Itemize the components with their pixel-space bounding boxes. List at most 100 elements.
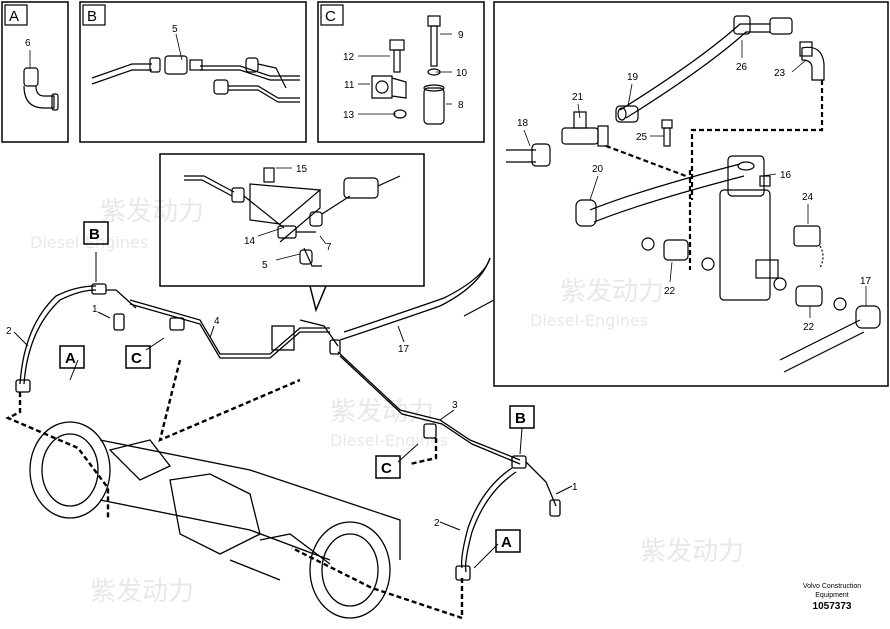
panel-a-letter: A — [9, 8, 19, 25]
inset-bracket-icon — [249, 183, 322, 243]
nut-icon — [393, 109, 407, 119]
coupling-22a-icon — [641, 237, 715, 271]
elbow-19-icon — [615, 105, 639, 123]
callout-box-c-left — [125, 345, 151, 369]
inset-panel — [159, 153, 425, 313]
label-25: 25 — [636, 132, 648, 143]
hose-17-detail-icon — [779, 305, 881, 373]
brake-pipe-icon — [91, 55, 300, 103]
label-5-b: 5 — [172, 24, 178, 35]
watermark-cn-4: 紫发动力 — [330, 397, 434, 427]
label-7: 7 — [326, 242, 332, 253]
label-16: 16 — [780, 170, 792, 181]
label-11: 11 — [344, 80, 355, 91]
footer-code: 1057373 — [813, 601, 852, 612]
label-19: 19 — [627, 72, 639, 83]
pipe-18-icon — [506, 143, 551, 167]
label-2-right: 2 — [434, 518, 440, 529]
label-17-main: 17 — [398, 344, 410, 355]
watermark-cn-3: 紫发动力 — [90, 577, 194, 607]
washer-icon — [427, 68, 441, 76]
panel-a — [1, 1, 69, 143]
label-24: 24 — [802, 192, 814, 203]
callout-box-b-left — [83, 221, 109, 245]
panel-c-letter-box — [320, 4, 344, 26]
label-20: 20 — [592, 164, 604, 175]
bolt-25-icon — [661, 119, 673, 147]
label-9: 9 — [458, 30, 464, 41]
watermark-en-2: Diesel-Engines — [530, 311, 648, 330]
panel-c-letter: C — [325, 8, 336, 25]
label-23: 23 — [774, 68, 786, 79]
watermark-cn-5: 紫发动力 — [640, 537, 744, 567]
hose-20-icon — [575, 163, 745, 227]
label-5-inset: 5 — [262, 260, 268, 271]
spacer-sleeve-icon — [423, 84, 445, 125]
elbow-fitting-icon — [23, 67, 59, 111]
label-2-left: 2 — [6, 326, 12, 337]
panel-b — [79, 1, 307, 143]
panel-b-letter-box — [82, 4, 106, 26]
watermark-cn-2: 紫发动力 — [560, 277, 664, 307]
panel-b-letter: B — [87, 8, 97, 25]
label-4: 4 — [214, 316, 220, 327]
callout-boxes — [59, 221, 535, 553]
callout-a-left: A — [65, 350, 76, 367]
label-3: 3 — [452, 400, 458, 411]
tee-21-icon — [561, 111, 609, 147]
panel-c — [317, 1, 485, 143]
inset-bolt-icon — [263, 167, 275, 183]
inset-pointer — [309, 285, 327, 313]
callout-b-left: B — [89, 226, 100, 243]
inset-frame — [159, 153, 425, 287]
label-10: 10 — [456, 68, 468, 79]
watermark: 紫发动力 Diesel-Engines 紫发动力 Diesel-Engines … — [30, 197, 744, 607]
callout-box-b-right — [509, 405, 535, 429]
label-13: 13 — [343, 110, 355, 121]
panel-c-frame — [317, 1, 485, 143]
cap-24-icon — [793, 225, 824, 269]
label-22-a: 22 — [664, 286, 676, 297]
label-15: 15 — [296, 164, 308, 175]
label-21: 21 — [572, 92, 584, 103]
footer-line1: Volvo Construction — [803, 583, 861, 590]
bolt-icon — [389, 39, 405, 73]
panel-a-letter-box — [4, 4, 28, 26]
label-6: 6 — [25, 38, 31, 49]
long-bolt-icon — [427, 15, 441, 67]
callout-box-a-left — [59, 345, 85, 369]
callout-c-left: C — [131, 350, 142, 367]
callout-a-right: A — [501, 534, 512, 551]
inset-pipes-icon — [184, 175, 401, 267]
label-1-right: 1 — [572, 482, 578, 493]
panel-c-leaders — [358, 33, 452, 115]
panel-b-frame — [79, 1, 307, 143]
axle-housing-icon — [29, 421, 401, 619]
callout-c-right: C — [381, 460, 392, 477]
inset-leaders — [257, 167, 327, 261]
callout-box-a-right — [495, 529, 521, 553]
label-12: 12 — [343, 52, 355, 63]
main-routing-dashes — [5, 359, 464, 620]
brake-lines-icon — [15, 257, 561, 581]
fitting-23-icon — [799, 41, 825, 81]
label-26: 26 — [736, 62, 748, 73]
label-1-left: 1 — [92, 304, 98, 315]
footer-line2: Equipment — [815, 592, 849, 599]
clamp-icon — [371, 75, 407, 99]
main-assembly — [5, 252, 573, 620]
hose-26-icon — [619, 15, 793, 119]
coupling-22b-icon — [773, 277, 847, 311]
footer: Volvo Construction Equipment 1057373 — [803, 583, 861, 612]
callout-box-c-right — [375, 455, 401, 479]
callout-b-right: B — [515, 410, 526, 427]
watermark-en-1: Diesel-Engines — [30, 233, 148, 252]
label-17-detail: 17 — [860, 276, 872, 287]
label-22-b: 22 — [803, 322, 815, 333]
watermark-cn-1: 紫发动力 — [100, 197, 204, 227]
label-14: 14 — [244, 236, 256, 247]
label-18: 18 — [517, 118, 529, 129]
valve-16-icon — [719, 155, 779, 301]
detail-panel — [463, 1, 889, 387]
